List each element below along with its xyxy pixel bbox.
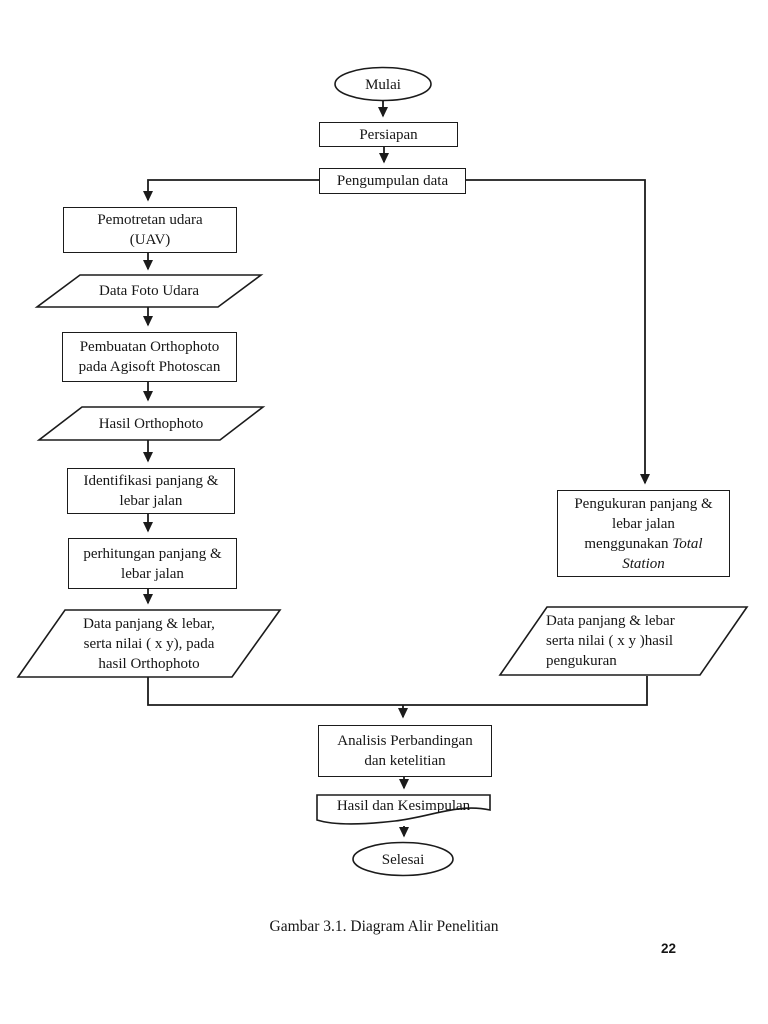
terminator-mulai-shape — [334, 66, 432, 102]
terminator-mulai: Mulai — [335, 68, 431, 101]
document-hasil-kesimpulan-shape — [316, 794, 491, 825]
pengukuran-label: Pengukuran panjang & lebar jalan menggun… — [569, 494, 719, 574]
pembuatan-label: Pembuatan Orthophoto pada Agisoft Photos… — [78, 339, 221, 375]
process-identifikasi: Identifikasi panjang & lebar jalan — [67, 468, 235, 514]
connector-left-branch — [143, 179, 319, 202]
process-pengukuran: Pengukuran panjang & lebar jalan menggun… — [557, 490, 730, 577]
mulai-label: Mulai — [365, 76, 401, 93]
process-persiapan: Persiapan — [319, 122, 458, 147]
connector-right-branch — [464, 179, 650, 485]
terminator-selesai-shape — [352, 841, 454, 877]
process-pemotretan-udara: Pemotretan udara (UAV) — [63, 207, 237, 253]
analisis-label: Analisis Perbandingan dan ketelitian — [337, 733, 473, 769]
pengukuran-italic-text: Total Station — [622, 535, 703, 572]
io-data-hasil-orthophoto: Data panjang & lebar, serta nilai ( x y)… — [18, 610, 280, 677]
pemotretan-label: Pemotretan udara (UAV) — [97, 212, 203, 248]
io-data-orthophoto-shape — [16, 609, 282, 678]
io-data-foto-udara: Data Foto Udara — [37, 275, 261, 307]
selesai-label: Selesai — [381, 851, 425, 868]
io-hasil-orthophoto-shape — [36, 406, 266, 441]
perhitungan-label: perhitungan panjang & lebar jalan — [83, 545, 222, 582]
connector-merge — [147, 676, 648, 706]
hasil-kesimpulan-label: Hasil dan Kesimpulan — [336, 798, 471, 814]
data-foto-label: Data Foto Udara — [99, 283, 199, 299]
process-perhitungan: perhitungan panjang & lebar jalan — [68, 538, 237, 589]
io-data-foto-shape — [34, 274, 264, 308]
process-pembuatan-orthophoto: Pembuatan Orthophoto pada Agisoft Photos… — [62, 332, 237, 382]
document-hasil-kesimpulan: Hasil dan Kesimpulan — [317, 795, 490, 817]
io-hasil-orthophoto: Hasil Orthophoto — [39, 407, 263, 440]
pengukuran-text: Pengukuran panjang & lebar jalan menggun… — [574, 495, 713, 552]
data-hasil-pengukuran-label: Data panjang & lebar serta nilai ( x y )… — [546, 613, 675, 669]
process-pengumpulan-data: Pengumpulan data — [319, 168, 466, 194]
identifikasi-label: Identifikasi panjang & lebar jalan — [83, 473, 219, 509]
process-analisis: Analisis Perbandingan dan ketelitian — [318, 725, 492, 777]
hasil-orthophoto-label: Hasil Orthophoto — [98, 415, 204, 432]
io-data-pengukuran-shape — [498, 606, 749, 676]
persiapan-label: Persiapan — [359, 126, 418, 143]
figure-caption: Gambar 3.1. Diagram Alir Penelitian — [269, 918, 499, 935]
terminator-selesai: Selesai — [353, 843, 453, 876]
data-hasil-orthophoto-label: Data panjang & lebar, serta nilai ( x y)… — [83, 615, 215, 672]
page-number: 22 — [660, 941, 676, 956]
io-data-hasil-pengukuran: Data panjang & lebar serta nilai ( x y )… — [500, 607, 747, 675]
pengumpulan-data-label: Pengumpulan data — [336, 173, 449, 189]
